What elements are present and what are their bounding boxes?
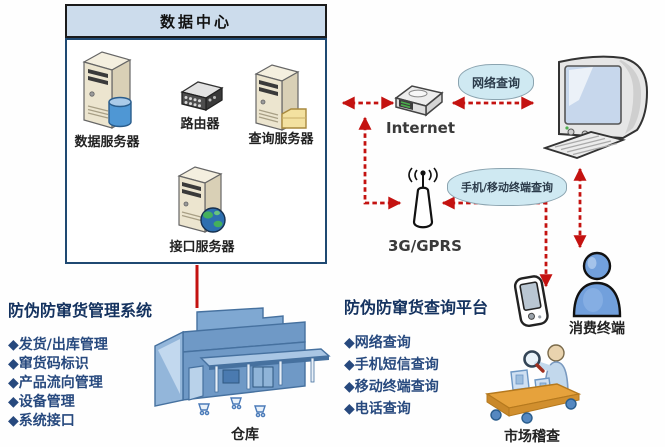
management-item: ◆系统接口 [8, 413, 75, 429]
mobile-query-bubble-text: 手机/移动终端查询 [460, 181, 554, 194]
internet-label: Internet [386, 119, 456, 137]
warehouse-icon [145, 306, 335, 424]
warehouse-label: 仓库 [231, 427, 259, 443]
desktop-computer-icon [543, 52, 657, 162]
internet-modem-icon [392, 80, 446, 122]
management-item: ◆产品流向管理 [8, 375, 103, 391]
query-platform-list: ◆网络查询 ◆手机短信查询 ◆移动终端查询 ◆电话查询 [344, 332, 439, 420]
interface-server-icon [173, 164, 231, 238]
router-icon [176, 78, 226, 114]
query-platform-item: ◆电话查询 [344, 401, 411, 417]
antenna-3g-label: 3G/GPRS [388, 237, 462, 255]
consumer-terminal-label: 消费终端 [569, 321, 625, 337]
query-server-icon [250, 62, 310, 136]
market-inspection-icon [483, 332, 589, 428]
management-system-list: ◆发货/出库管理 ◆窜货码标识 ◆产品流向管理 ◆设备管理 ◆系统接口 [8, 336, 108, 431]
mobile-query-bubble: 手机/移动终端查询 [447, 168, 567, 206]
data-center-title: 数据中心 [159, 12, 232, 31]
query-platform-item: ◆移动终端查询 [344, 379, 439, 395]
network-query-bubble: 网络查询 [458, 64, 534, 100]
network-query-bubble-text: 网络查询 [471, 75, 520, 90]
market-inspection-label: 市场稽查 [504, 429, 560, 445]
data-center-header: 数据中心 [65, 4, 327, 38]
handheld-device-icon [512, 274, 552, 330]
database-server-icon [76, 48, 138, 134]
query-server-label: 查询服务器 [248, 132, 314, 147]
query-platform-item: ◆手机短信查询 [344, 357, 439, 373]
query-platform-item: ◆网络查询 [344, 335, 411, 351]
interface-server-label: 接口服务器 [169, 240, 235, 255]
management-system-title: 防伪防窜货管理系统 [8, 301, 153, 320]
management-item: ◆发货/出库管理 [8, 337, 108, 353]
management-item: ◆设备管理 [8, 394, 75, 410]
data-server-label: 数据服务器 [74, 135, 140, 150]
antenna-3g-icon [401, 166, 445, 236]
management-item: ◆窜货码标识 [8, 356, 89, 372]
consumer-person-icon [566, 250, 628, 318]
query-platform-title: 防伪防窜货查询平台 [344, 298, 489, 317]
arrow-datacenter-3g [358, 116, 402, 210]
router-label: 路由器 [180, 117, 220, 132]
